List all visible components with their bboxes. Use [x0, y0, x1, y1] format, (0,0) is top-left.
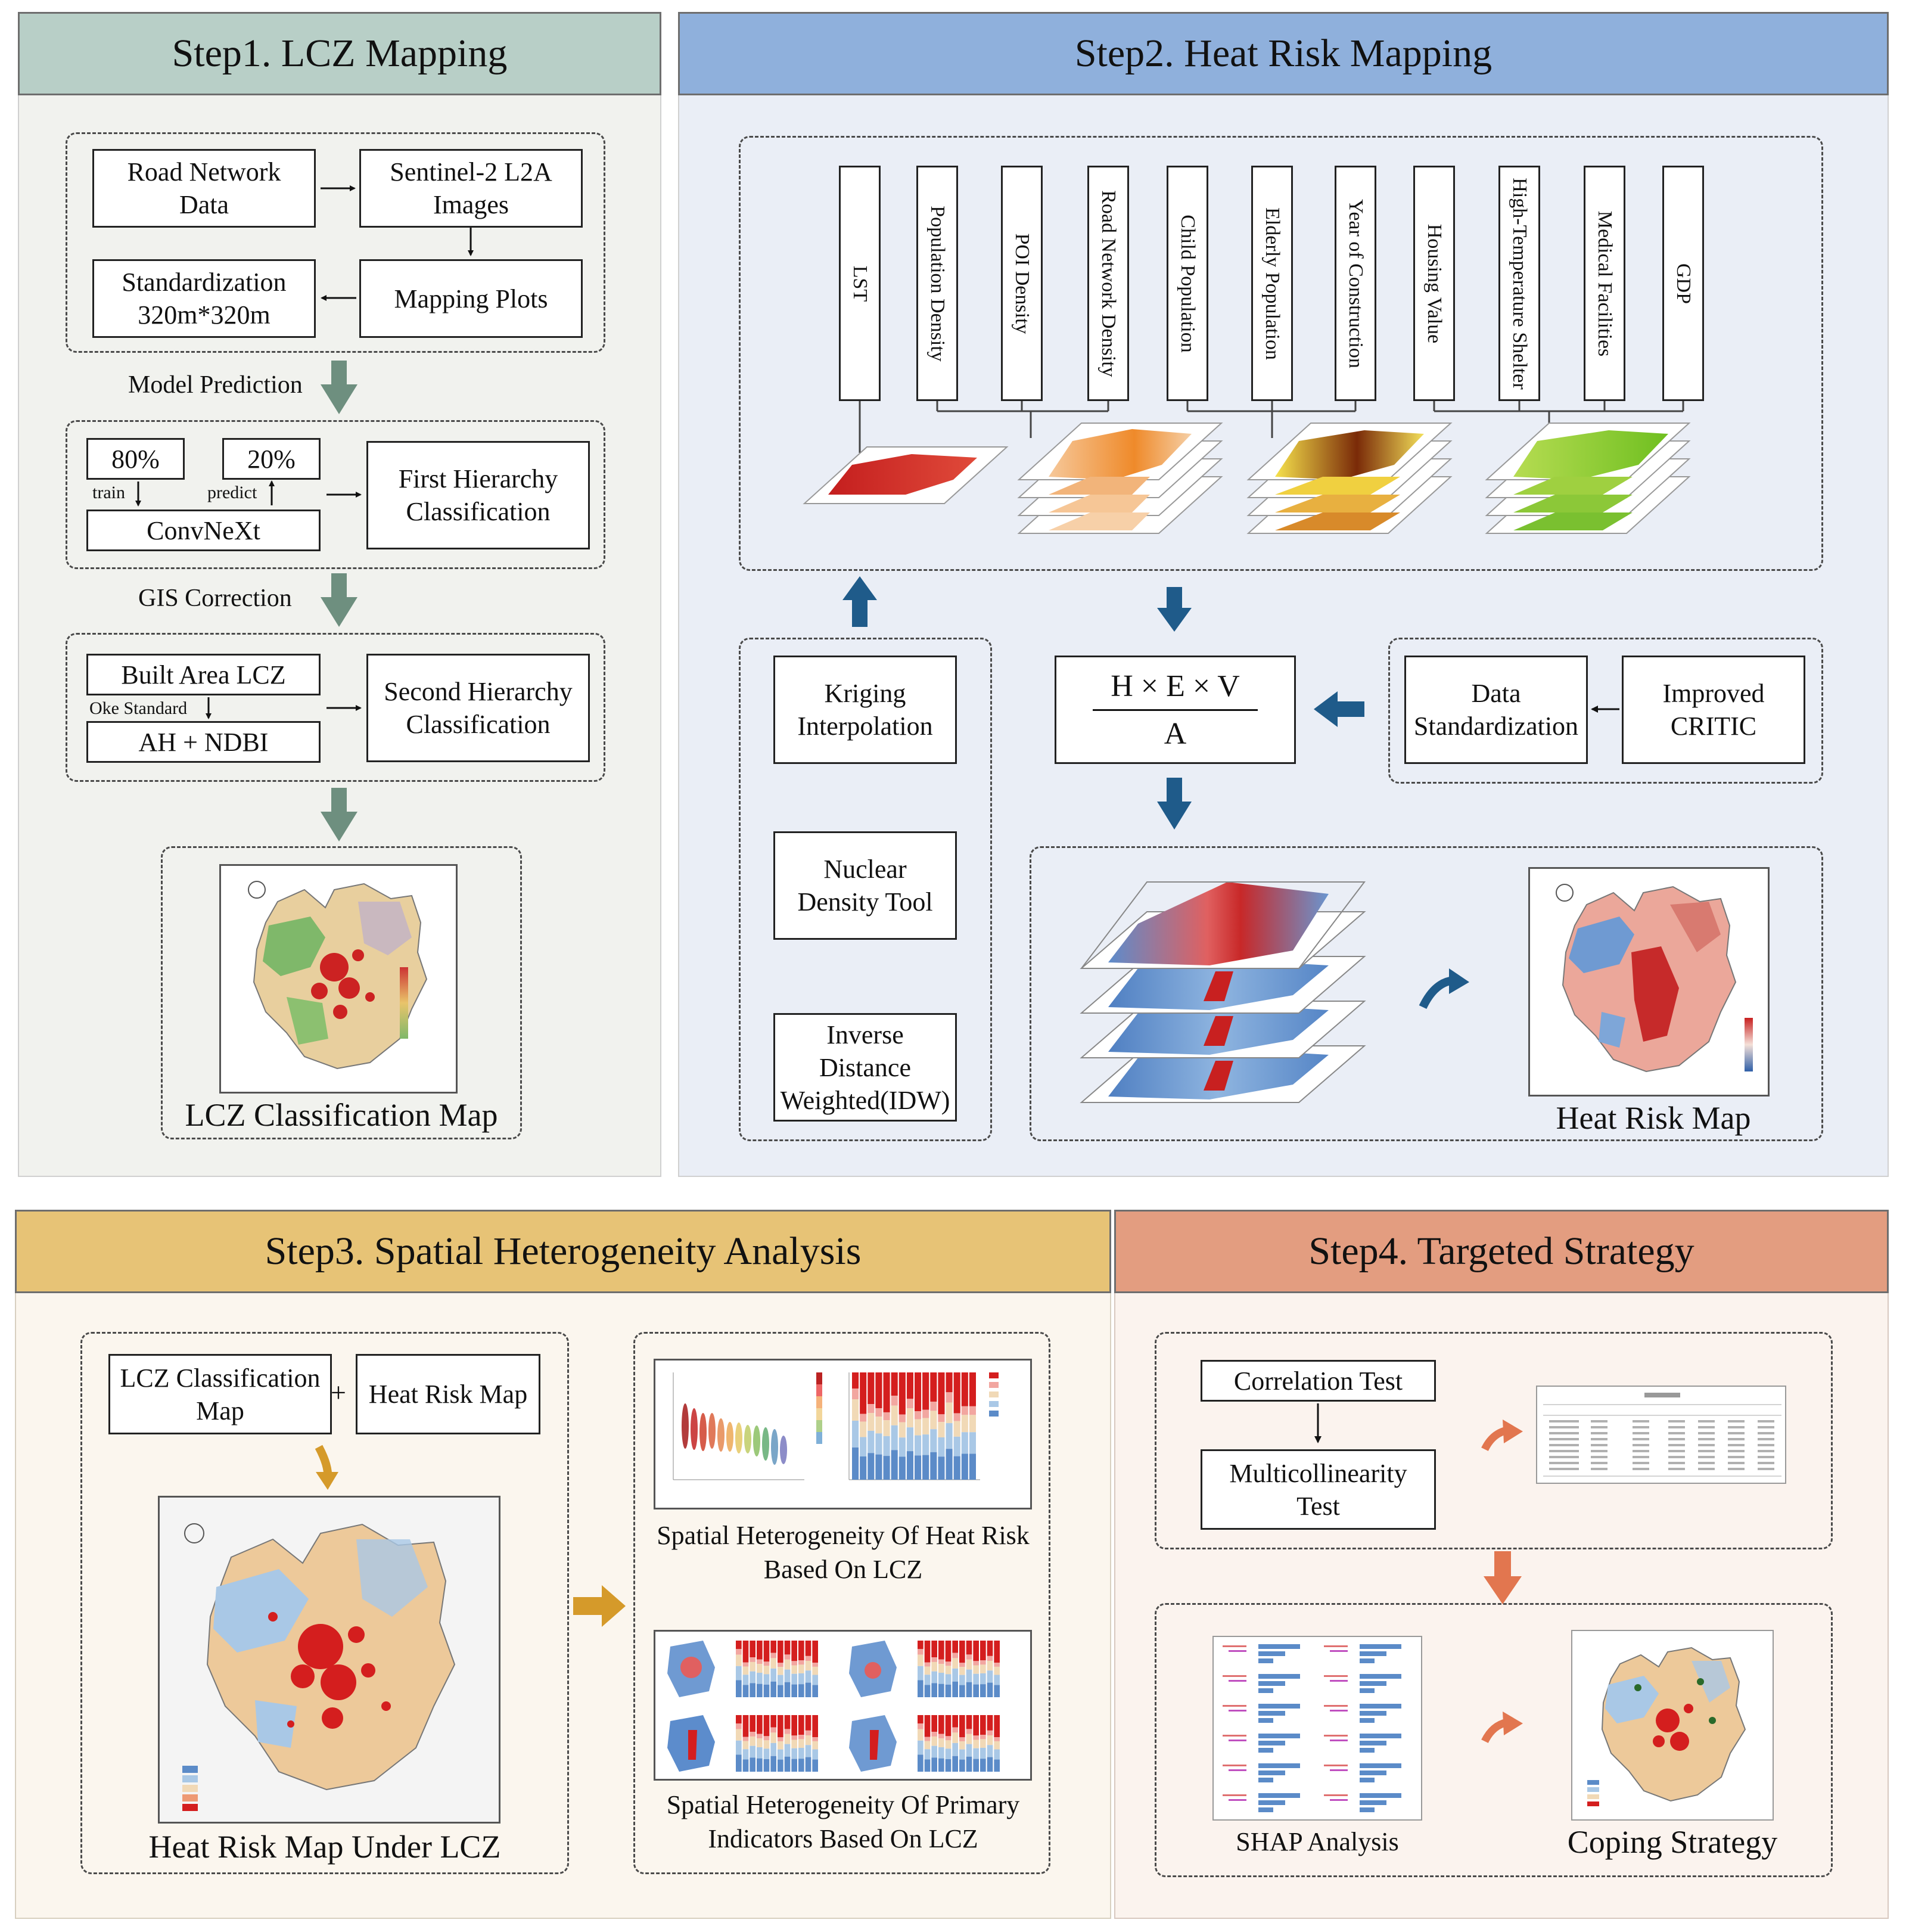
heat-risk-under-lcz-group	[80, 1332, 569, 1874]
step4-title: Step4. Targeted Strategy	[1114, 1210, 1889, 1293]
heat-risk-map-image	[1528, 867, 1770, 1097]
first-hierarchy-group	[66, 420, 605, 569]
formula-numerator: H × E × V	[1093, 667, 1258, 711]
shap-strategy-group	[1155, 1603, 1833, 1877]
indicator-heterogeneity-caption: Spatial Heterogeneity Of Primary Indicat…	[666, 1790, 1020, 1854]
data-standardization-box: Data Standardization	[1404, 656, 1588, 764]
heat-risk-heterogeneity-chart	[654, 1359, 1032, 1509]
plus-sign: +	[331, 1377, 346, 1408]
nuclear-density-tool-box: Nuclear Density Tool	[773, 831, 957, 940]
sentinel-images-box: Sentinel-2 L2A Images	[359, 149, 583, 228]
correlation-test-box: Correlation Test	[1201, 1360, 1436, 1402]
coping-strategy-map-image	[1571, 1630, 1774, 1821]
kriging-interpolation-box: Kriging Interpolation	[773, 656, 957, 764]
step2-title: Step2. Heat Risk Mapping	[678, 12, 1889, 95]
train-percent-box: 80%	[86, 438, 185, 480]
gis-correction-label: GIS Correction	[138, 585, 292, 612]
indicator-medical-facilities: Medical Facilities	[1584, 166, 1625, 401]
data-preparation-group	[66, 132, 605, 353]
predict-percent-box: 20%	[222, 438, 321, 480]
heat-risk-under-lcz-caption: Heat Risk Map Under LCZ	[148, 1829, 501, 1865]
ah-ndbi-box: AH + NDBI	[86, 721, 321, 763]
standardization-box: Standardization 320m*320m	[92, 259, 316, 338]
built-area-lcz-box: Built Area LCZ	[86, 654, 321, 695]
indicator-year-of-construction: Year of Construction	[1335, 166, 1376, 401]
lcz-map-group	[161, 846, 522, 1139]
heat-risk-under-lcz-image	[158, 1496, 500, 1824]
lcz-map-caption: LCZ Classification Map	[185, 1097, 498, 1133]
indicator-group	[739, 136, 1823, 571]
predict-label: predict	[207, 483, 257, 502]
risk-formula-box: H × E × V A	[1055, 656, 1296, 764]
indicator-housing-value: Housing Value	[1413, 166, 1455, 401]
second-hierarchy-group	[66, 633, 605, 782]
weighting-group	[1388, 638, 1823, 784]
step1-title: Step1. LCZ Mapping	[18, 12, 661, 95]
train-label: train	[92, 483, 125, 502]
interpolation-methods-group	[739, 638, 992, 1141]
indicator-population-density: Population Density	[916, 166, 958, 401]
indicator-lst: LST	[839, 166, 881, 401]
shap-analysis-image	[1212, 1636, 1422, 1821]
multicollinearity-test-box: Multicollinearity Test	[1201, 1449, 1436, 1530]
indicator-heterogeneity-chart	[654, 1630, 1032, 1781]
heat-risk-result-group	[1030, 846, 1823, 1141]
first-hierarchy-box: First Hierarchy Classification	[366, 441, 590, 549]
coefficients-table-image	[1536, 1386, 1786, 1484]
step3-heat-risk-map-box: Heat Risk Map	[356, 1354, 540, 1434]
indicator-high-temperature-shelter: High-Temperature Shelter	[1498, 166, 1540, 401]
convnext-box: ConvNeXt	[86, 510, 321, 551]
idw-box: Inverse Distance Weighted(IDW)	[773, 1013, 957, 1122]
indicator-poi-density: POI Density	[1001, 166, 1043, 401]
lcz-classification-map-image	[219, 864, 458, 1094]
step3-lcz-map-box: LCZ Classification Map	[108, 1354, 332, 1434]
statistical-tests-group	[1155, 1332, 1833, 1549]
indicator-elderly-population: Elderly Population	[1251, 166, 1293, 401]
road-network-data-box: Road Network Data	[92, 149, 316, 228]
indicator-gdp: GDP	[1662, 166, 1704, 401]
spatial-heterogeneity-group	[633, 1332, 1050, 1874]
mapping-plots-box: Mapping Plots	[359, 259, 583, 338]
model-prediction-label: Model Prediction	[128, 371, 303, 399]
heat-risk-map-caption: Heat Risk Map	[1556, 1100, 1751, 1136]
heat-risk-heterogeneity-caption: Spatial Heterogeneity Of Heat Risk Based…	[657, 1521, 1030, 1585]
coping-strategy-caption: Coping Strategy	[1567, 1824, 1778, 1860]
improved-critic-box: Improved CRITIC	[1622, 656, 1805, 764]
oke-standard-label: Oke Standard	[89, 698, 188, 718]
shap-analysis-caption: SHAP Analysis	[1236, 1827, 1399, 1856]
step3-title: Step3. Spatial Heterogeneity Analysis	[15, 1210, 1111, 1293]
formula-denominator: A	[1164, 716, 1187, 751]
indicator-road-network-density: Road Network Density	[1087, 166, 1129, 401]
second-hierarchy-box: Second Hierarchy Classification	[366, 654, 590, 762]
indicator-child-population: Child Population	[1167, 166, 1208, 401]
